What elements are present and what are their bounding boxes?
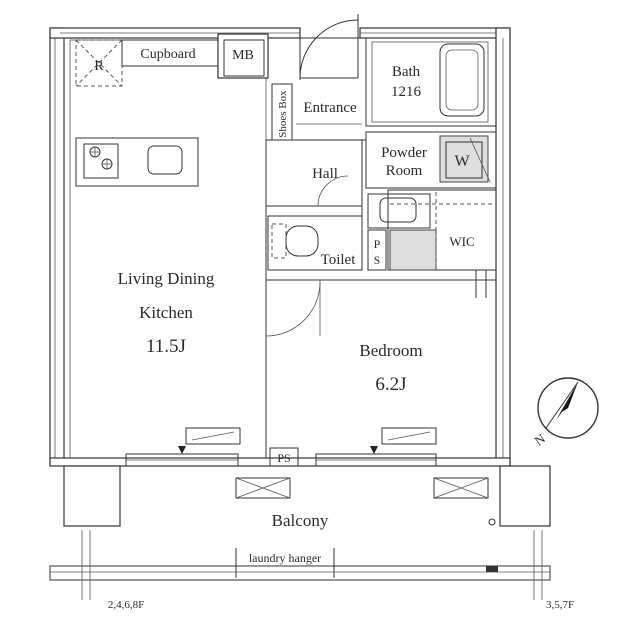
kitchen-counter: [75, 137, 199, 187]
bath-size-label: 1216: [391, 84, 422, 100]
laundry-hanger-label: laundry hanger: [249, 551, 321, 565]
compass-icon: [537, 377, 599, 439]
bedroom-area: [265, 279, 496, 337]
ldk-label-2: Kitchen: [139, 303, 193, 322]
balcony: [49, 465, 551, 600]
bath-label: Bath: [392, 64, 421, 80]
compass-north-label: N: [532, 430, 549, 448]
mb-label: MB: [232, 48, 254, 63]
toilet-room: [267, 215, 363, 271]
ps-upper-label-2: S: [374, 253, 381, 267]
entrance-label: Entrance: [303, 100, 357, 116]
balcony-label: Balcony: [272, 511, 329, 530]
hall-area: [265, 139, 366, 458]
south-wall: [49, 447, 511, 467]
powder-room-label-2: Room: [386, 163, 423, 179]
upper-left-storage: [75, 33, 269, 87]
stove-icon: [90, 147, 112, 169]
ac-unit-bedroom: [370, 427, 437, 454]
powder-room-label-1: Powder: [381, 145, 427, 161]
washer-label: W: [454, 153, 470, 170]
ldk-label-1: Living Dining: [118, 269, 215, 288]
floors-left-label: 2,4,6,8F: [108, 599, 144, 611]
walk-in-closet: [387, 189, 497, 298]
pipe-space-upper: [367, 229, 387, 271]
refrigerator-label: R: [94, 59, 104, 74]
ldk-size-label: 11.5J: [146, 336, 186, 357]
toilet-label: Toilet: [321, 252, 357, 268]
floors-right-label: 3,5,7F: [546, 599, 574, 611]
cupboard-label: Cupboard: [140, 47, 195, 62]
bedroom-label: Bedroom: [359, 341, 422, 360]
powder-room: [365, 131, 497, 229]
wic-label: WIC: [449, 234, 474, 249]
entrance-door: [299, 14, 359, 80]
ps-lower-label: PS: [277, 451, 290, 465]
bedroom-size-label: 6.2J: [375, 374, 406, 395]
bathroom: [365, 37, 497, 127]
ps-upper-label-1: P: [374, 237, 381, 251]
shoes-box-label: Shoes Box: [277, 90, 289, 138]
hall-label: Hall: [312, 166, 338, 182]
ac-unit-living: [178, 427, 241, 454]
